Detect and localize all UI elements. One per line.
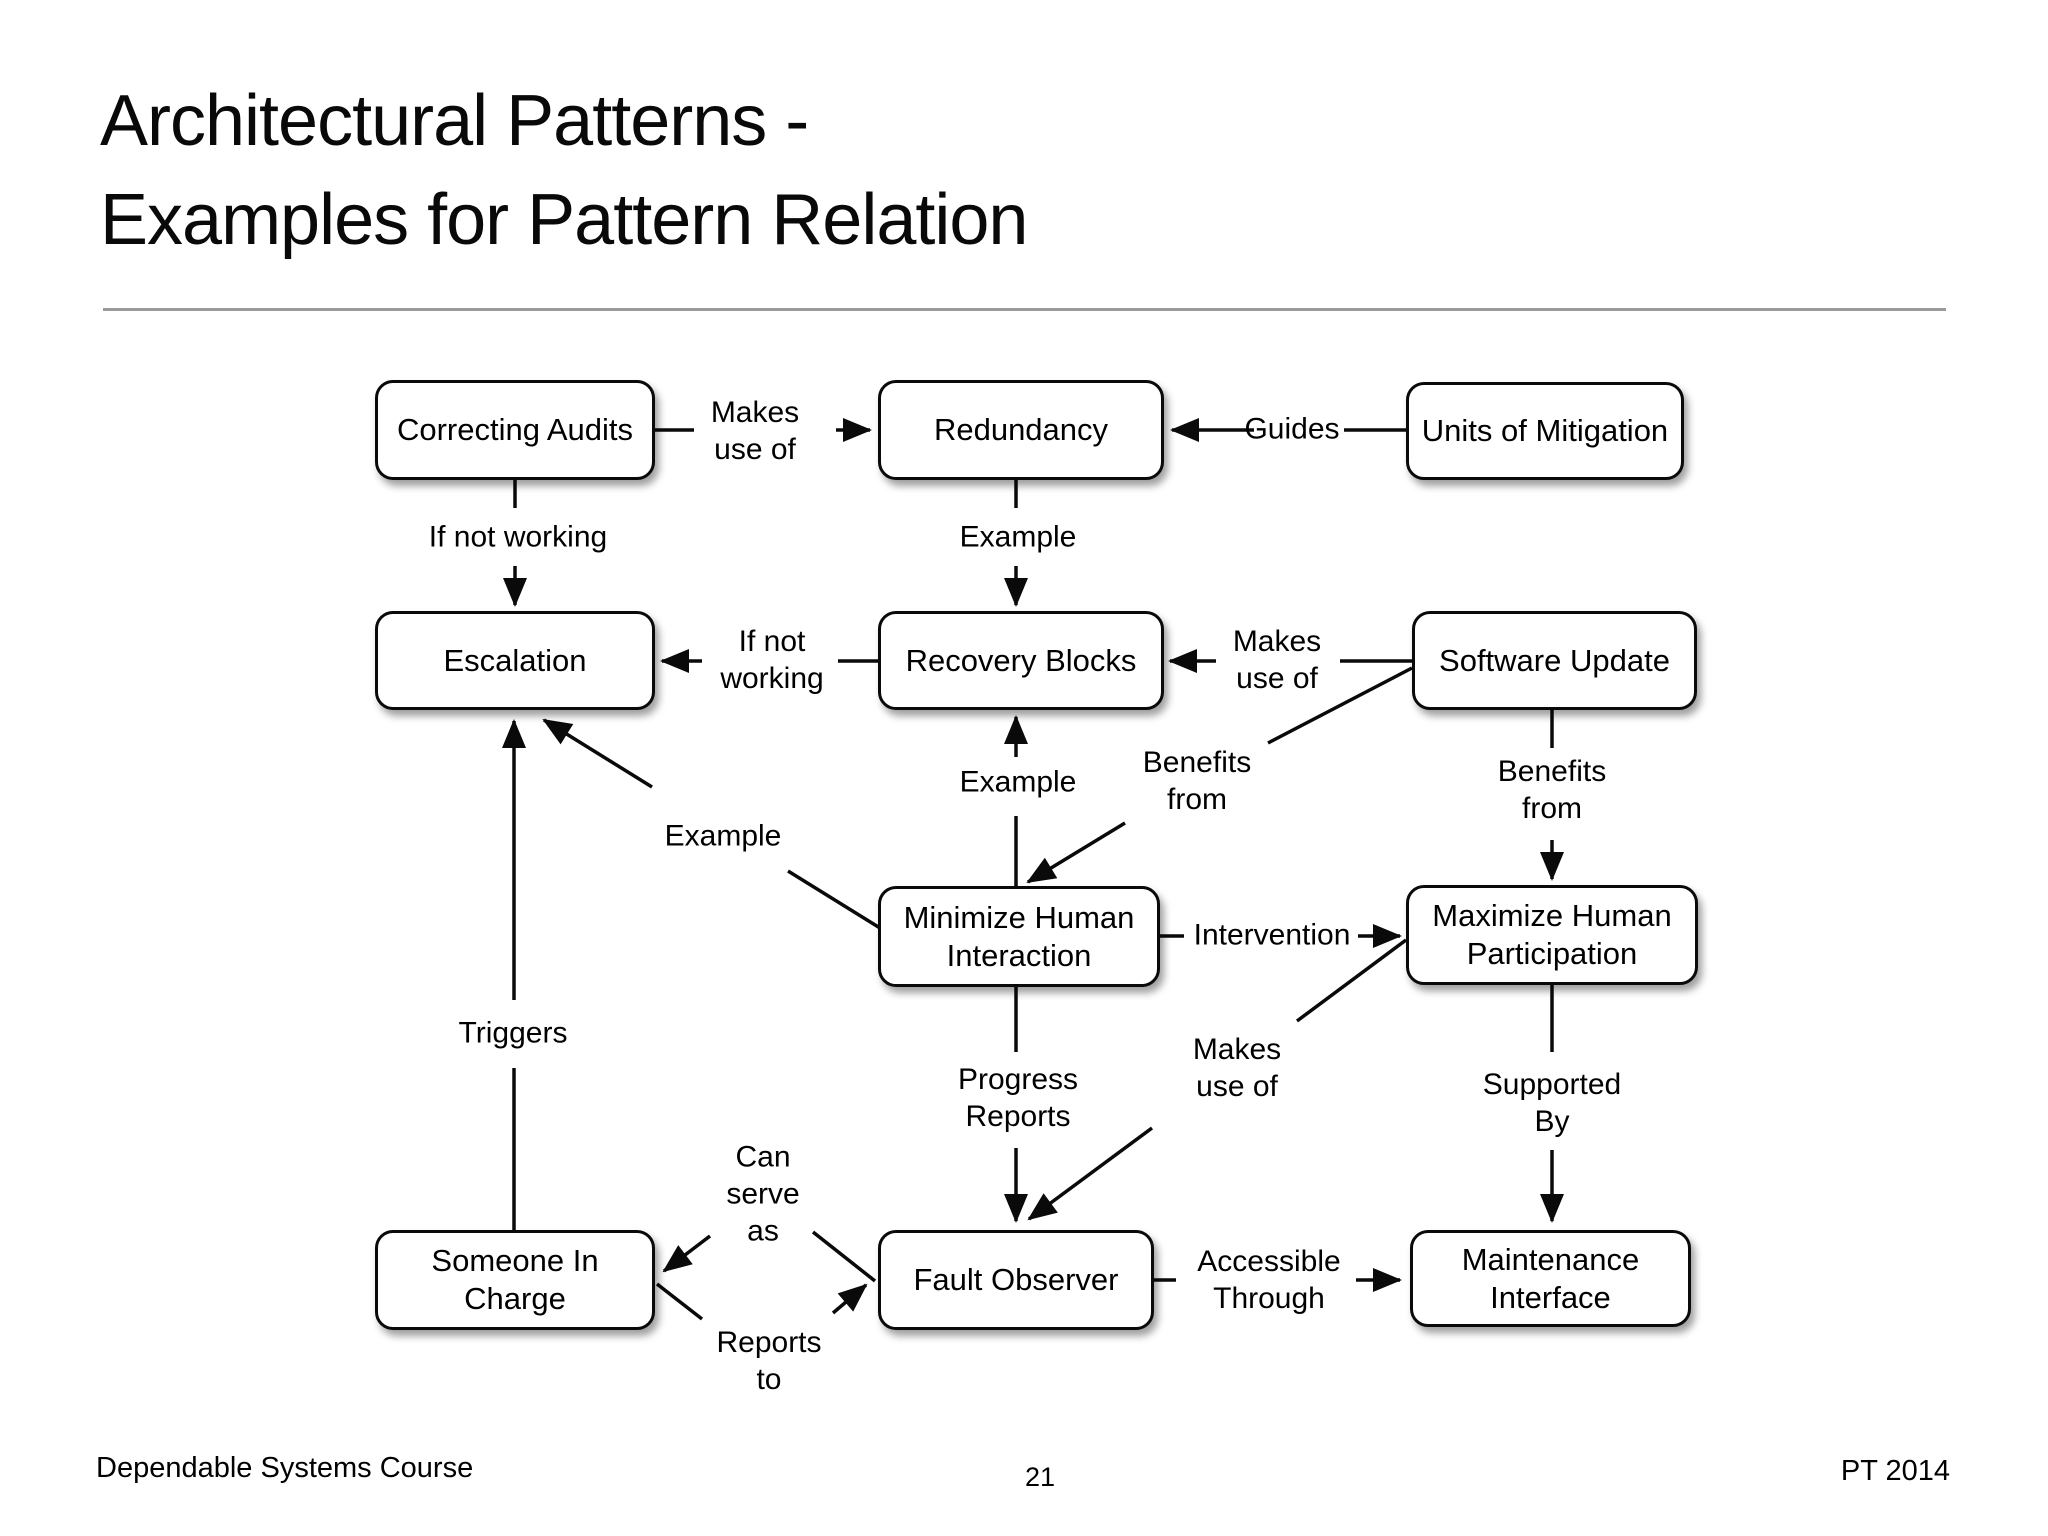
edge-label-example-3: Example	[664, 819, 782, 853]
node-maximize-human-participation: Maximize Human Participation	[1406, 885, 1698, 985]
node-correcting-audits: Correcting Audits	[375, 380, 655, 480]
footer-author-year: PT 2014	[1840, 1455, 1950, 1487]
node-units-of-mitigation: Units of Mitigation	[1406, 382, 1684, 480]
edge-label-accessible-through: Accessible Through	[1197, 1245, 1341, 1315]
edge-label-example-2: Example	[959, 765, 1077, 799]
edge-label-benefits-from-1: Benefits from	[1142, 746, 1252, 816]
edge-label-makes-use-of-3: Makes use of	[1192, 1033, 1282, 1103]
edge-label-makes-use-of-2: Makes use of	[1232, 625, 1322, 695]
edge-label-if-not-working-2: If not working	[720, 625, 824, 695]
edge-label-progress-reports: Progress Reports	[957, 1063, 1079, 1133]
node-fault-observer: Fault Observer	[878, 1230, 1154, 1330]
edge-label-if-not-working-1: If not working	[428, 520, 608, 554]
edge-label-benefits-from-2: Benefits from	[1497, 755, 1607, 825]
node-escalation: Escalation	[375, 611, 655, 710]
node-recovery-blocks: Recovery Blocks	[878, 611, 1164, 710]
footer-page-number: 21	[1024, 1462, 1056, 1492]
edge-label-guides: Guides	[1244, 412, 1340, 446]
title-divider	[103, 308, 1946, 311]
slide-title: Architectural Patterns - Examples for Pa…	[100, 81, 1028, 260]
edge-label-triggers: Triggers	[458, 1016, 568, 1050]
footer-course-name: Dependable Systems Course	[96, 1452, 474, 1484]
edge-label-example-1: Example	[959, 520, 1077, 554]
edge-label-can-serve-as: Can serve as	[726, 1140, 800, 1248]
edge-label-intervention: Intervention	[1193, 918, 1351, 952]
node-someone-in-charge: Someone In Charge	[375, 1230, 655, 1330]
edge-label-reports-to: Reports to	[716, 1326, 822, 1396]
node-maintenance-interface: Maintenance Interface	[1410, 1230, 1691, 1327]
node-redundancy: Redundancy	[878, 380, 1164, 480]
edge-label-supported-by: Supported By	[1482, 1068, 1622, 1138]
node-minimize-human-interaction: Minimize Human Interaction	[878, 886, 1160, 987]
node-software-update: Software Update	[1412, 611, 1697, 710]
edge-label-makes-use-of-1: Makes use of	[710, 396, 800, 466]
